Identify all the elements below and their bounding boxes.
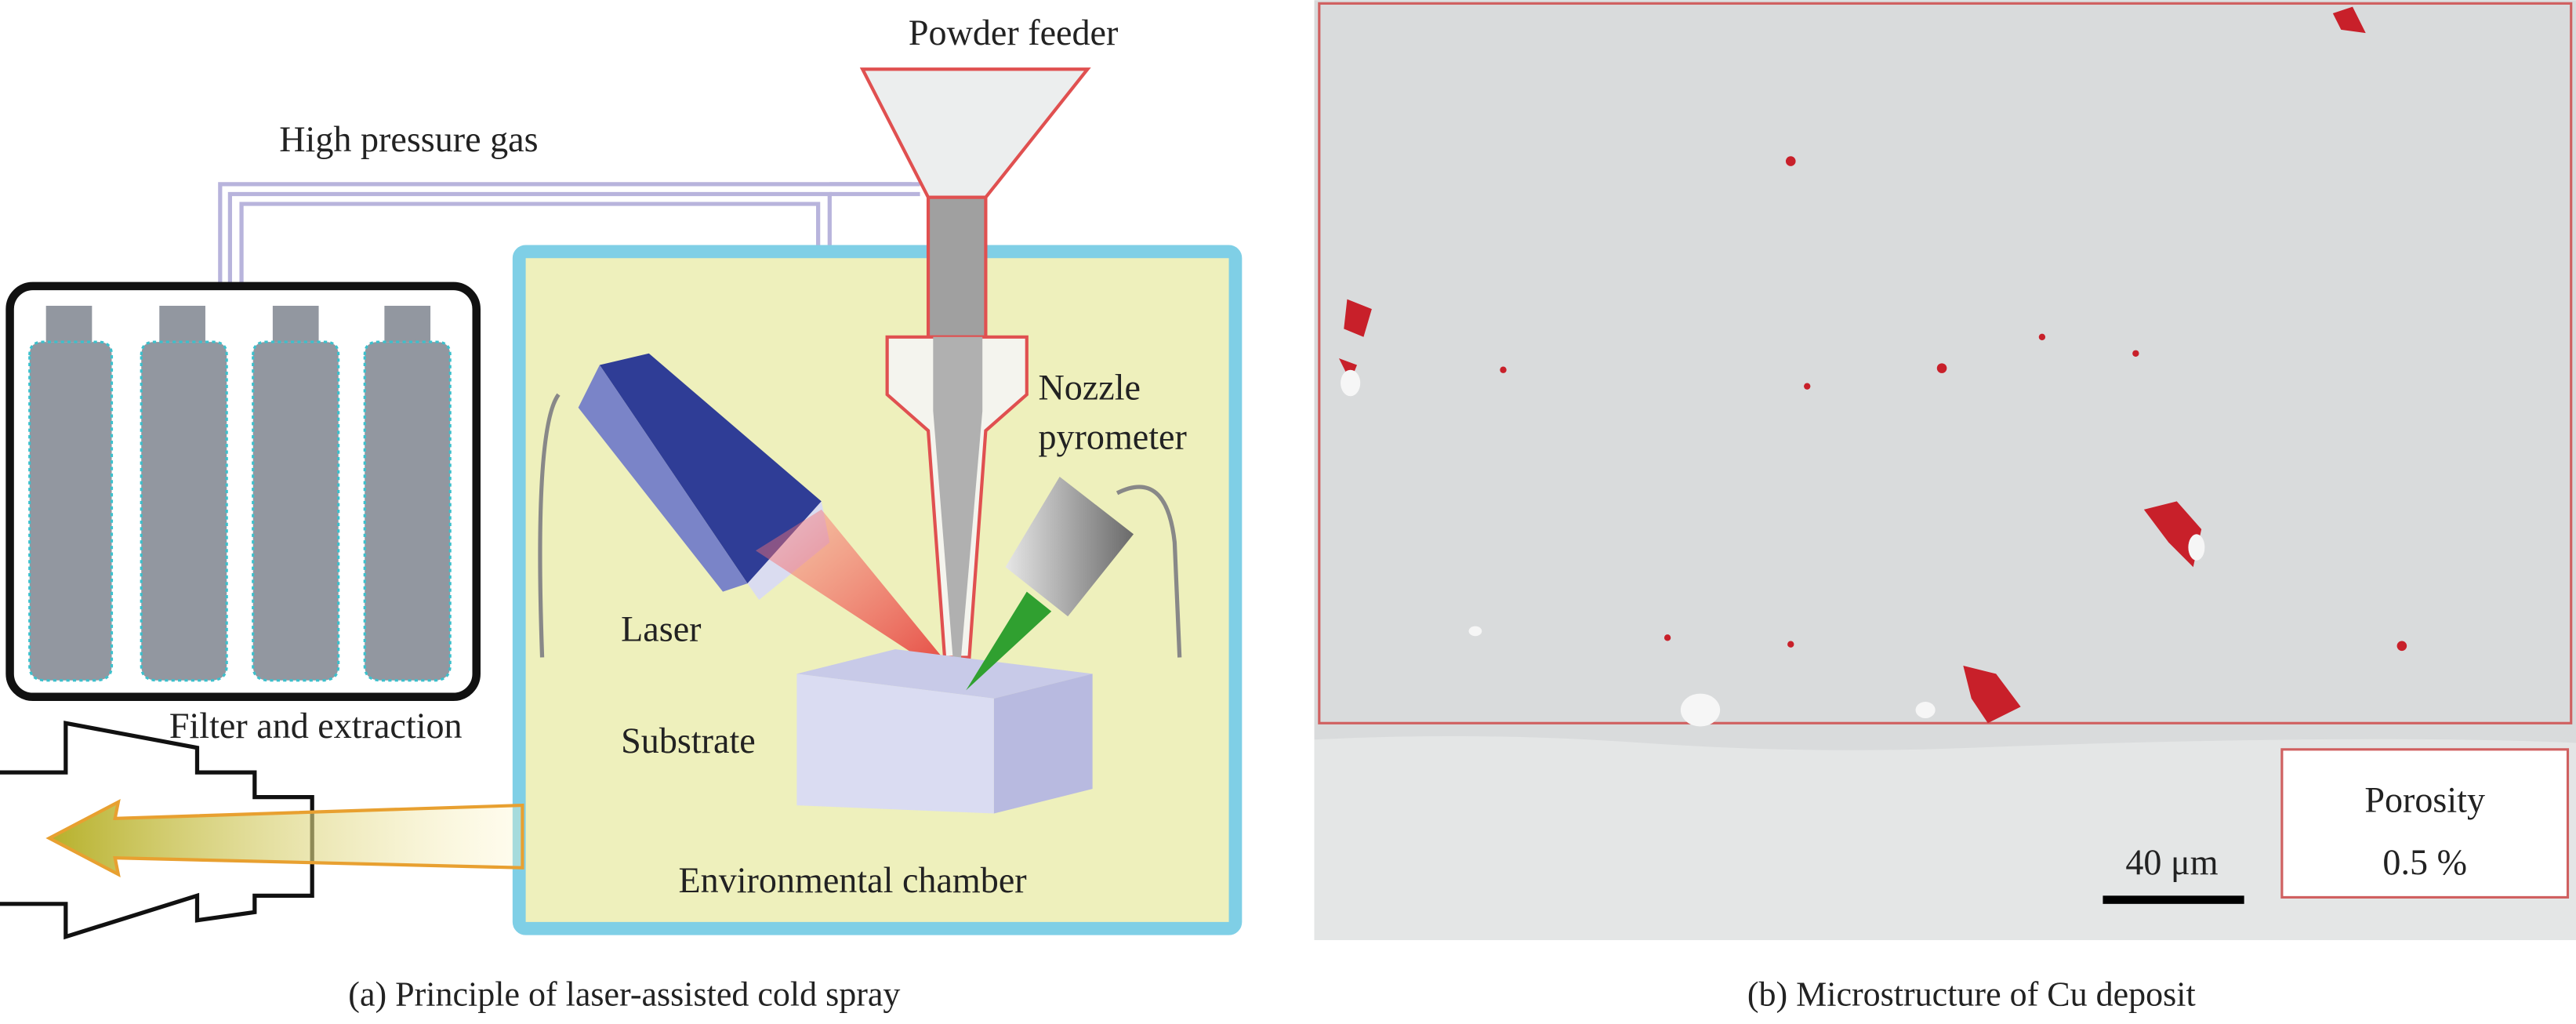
label-substrate: Substrate — [621, 721, 756, 761]
label-laser: Laser — [621, 609, 701, 649]
gas-cylinder-icon — [28, 305, 114, 682]
label-pyrometer: pyrometer — [1038, 416, 1186, 456]
gas-cylinder-icon — [252, 305, 340, 682]
pyrometer-beam — [966, 591, 1052, 691]
laser-beam — [756, 509, 970, 691]
porosity-box — [2280, 748, 2570, 899]
exhaust-arrow-icon — [45, 798, 524, 877]
scale-bar — [2103, 895, 2244, 904]
roi-frame — [1318, 2, 2573, 724]
white-particles — [1341, 369, 2205, 727]
porosity-value: 0.5 % — [2382, 842, 2467, 882]
gas-cylinder-icon — [363, 305, 452, 682]
gas-cylinders — [28, 305, 452, 682]
label-filter-extraction: Filter and extraction — [169, 706, 463, 746]
label-nozzle: Nozzle — [1038, 367, 1141, 407]
pores — [1338, 6, 2407, 724]
label-environmental-chamber: Environmental chamber — [679, 860, 1027, 900]
laser-head — [538, 353, 970, 691]
pyrometer — [966, 476, 1182, 691]
substrate-region — [1314, 735, 2576, 940]
gas-cylinder-rack — [5, 281, 481, 702]
label-powder-feeder: Powder feeder — [909, 13, 1118, 53]
label-high-pressure-gas: High pressure gas — [279, 119, 538, 159]
scale-bar-label: 40 μm — [2125, 842, 2218, 882]
caption-a: (a) Principle of laser-assisted cold spr… — [348, 975, 900, 1014]
substrate-block — [796, 648, 1093, 814]
caption-b: (b) Microstructure of Cu deposit — [1747, 975, 2196, 1014]
powder-feeder-nozzle — [859, 67, 1091, 659]
panel-b-micrograph: 40 μm Porosity 0.5 % (b) Microstructure … — [1314, 0, 2576, 1014]
porosity-label: Porosity — [2364, 779, 2485, 819]
panel-a-diagram: Powder feeder High pressure gas Nozzle p… — [0, 13, 1243, 1014]
gas-cylinder-icon — [140, 305, 228, 682]
